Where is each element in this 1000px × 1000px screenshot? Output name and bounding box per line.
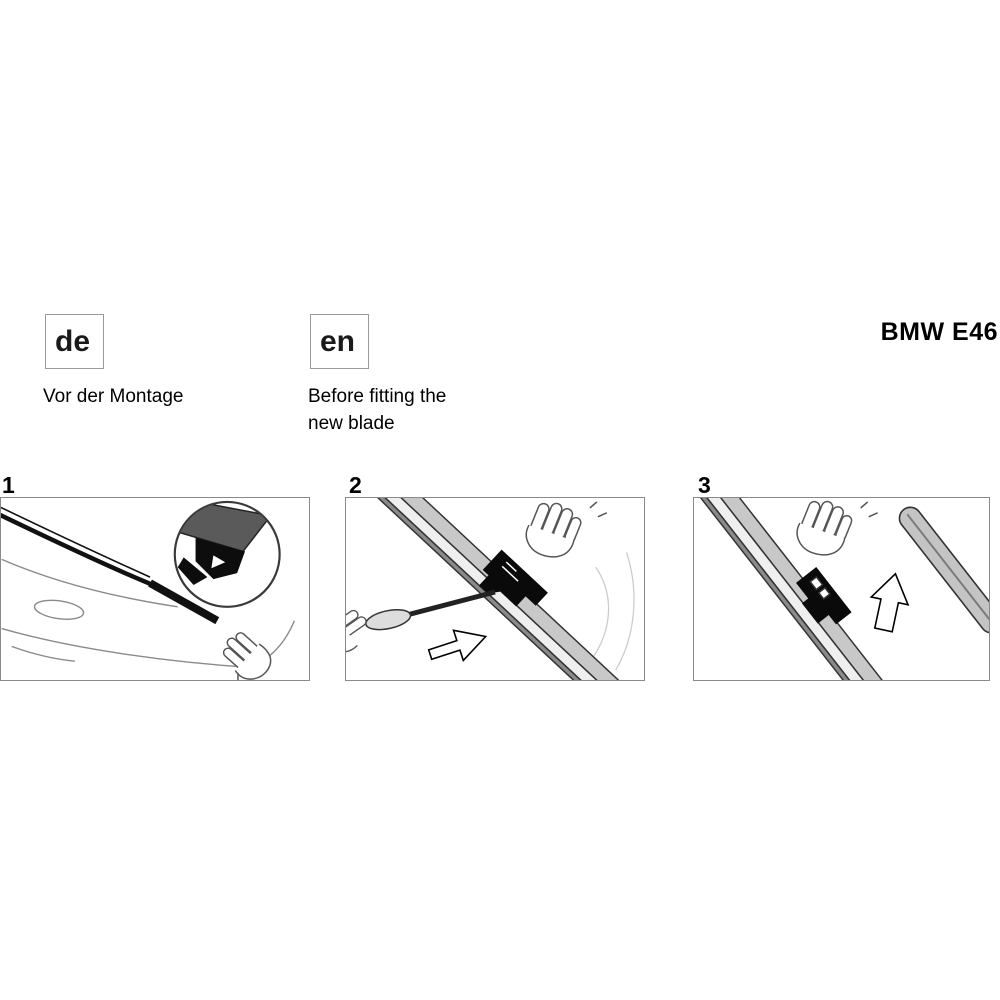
wiper-arm [1, 506, 220, 625]
language-code-de: de [55, 324, 91, 358]
blade-adapter [796, 567, 852, 625]
direction-arrow-icon [427, 629, 488, 662]
caption-en-line-2: new blade [308, 413, 395, 434]
language-code-box-de: de [45, 314, 104, 369]
hand-icon [525, 502, 582, 558]
language-caption-de: Vor der Montage [43, 383, 183, 410]
step-number-3: 3 [698, 472, 711, 498]
hand-icon [796, 500, 853, 556]
step-1-illustration [1, 500, 296, 680]
wiper-blade [360, 498, 623, 680]
step-2-illustration [346, 498, 635, 680]
magnifier-inset [173, 500, 281, 608]
step-number-2: 2 [349, 472, 362, 498]
step-number-1: 1 [2, 472, 15, 498]
language-caption-en: Before fitting the new blade [308, 383, 446, 437]
caption-en-line-1: Before fitting the [308, 386, 447, 407]
blade-latch [479, 549, 548, 607]
step-3-panel [693, 497, 990, 681]
step-2-panel [345, 497, 645, 681]
motion-marks [589, 501, 608, 518]
step-1-panel [0, 497, 310, 681]
old-wiper-blade [148, 579, 220, 625]
model-label: BMW E46 [880, 318, 998, 346]
hand-on-screwdriver-icon [346, 609, 367, 653]
direction-arrow-icon [869, 572, 910, 633]
wiper-arm [694, 498, 915, 680]
inset-arrow-icon [211, 555, 226, 569]
removed-blade [898, 506, 989, 634]
language-code-box-en: en [310, 314, 369, 369]
motion-marks [860, 501, 878, 518]
screwdriver-icon [346, 589, 496, 653]
step-3-illustration [694, 498, 989, 680]
language-code-en: en [320, 324, 356, 358]
caption-de-line-1: Vor der Montage [43, 386, 184, 407]
hand-icon [222, 632, 272, 680]
background-outline [587, 552, 635, 671]
